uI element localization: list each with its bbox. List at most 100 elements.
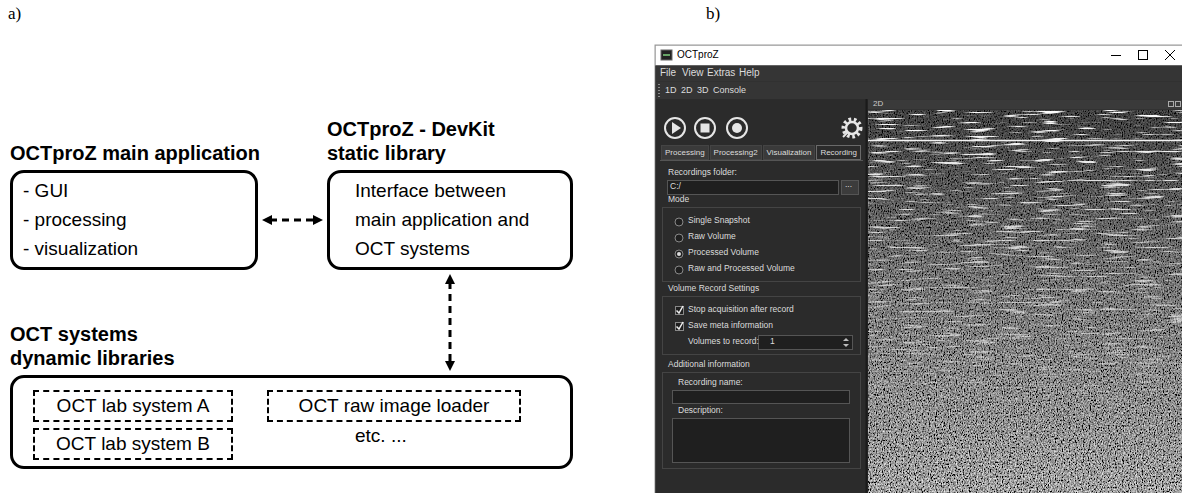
box-body: - GUI- processing- visualization [23,176,138,263]
tab-label: Processing [661,145,709,160]
control-panel [656,100,866,493]
ui-label: 3D [697,85,709,95]
ui-label: View [682,67,704,79]
arrow-head [313,215,323,225]
ui-label: Volume Record Settings [668,284,759,294]
checkbox [676,323,684,331]
body-text: - visualization [23,234,138,263]
component-box: OCTproZ main application- GUI- processin… [10,170,258,270]
ui-label: Save meta information [688,321,773,331]
connector [445,274,455,371]
dashed-line [449,282,452,363]
box-heading: OCTproZ - DevKit static library [327,117,537,165]
ui-label: Raw Volume [688,232,736,242]
radio-dot [677,252,681,256]
spin-box [759,336,853,350]
bscan-shade [868,110,1182,493]
checkbox [676,307,684,315]
box-heading: OCT systems dynamic libraries [10,322,205,370]
ui-label: Help [739,67,760,79]
tab-label: Recording [816,145,860,160]
ui-label: Mode [668,195,689,205]
group-frame [663,208,861,282]
library-box: OCT lab system A [33,390,233,422]
splitter [866,99,868,493]
ui-label: Processed Volume [688,248,759,258]
checkmark [677,306,684,313]
close-icon [1165,50,1175,60]
settings-gear [843,132,848,137]
component-box: OCT systems dynamic librariesetc. ...OCT… [10,375,573,469]
close-icon [1165,50,1175,60]
panel-letter: a) [8,4,21,24]
ui-label: Recordings folder: [668,168,737,178]
component-box: OCTproZ - DevKit static libraryInterface… [327,170,573,270]
text-area [673,419,850,463]
ui-label: Volumes to record: [688,337,759,347]
ui-label: Console [713,85,746,95]
library-box: OCT raw image loader [267,390,521,422]
ui-label: Raw and Processed Volume [688,264,795,274]
app-icon-mark [663,54,670,56]
ui-label: 2D [681,85,693,95]
ui-label: Additional information [668,360,750,370]
library-box: OCT lab system B [33,428,233,460]
connector [262,215,323,225]
record-button [727,118,747,138]
arrow-head [445,274,455,284]
box-label: OCT lab system A [57,394,210,418]
view-header-icon [1176,102,1181,107]
toolbar-handle [658,84,660,97]
bscan-ground [868,110,1182,493]
body-text: - GUI [23,176,138,205]
box-note: etc. ... [355,424,407,448]
ui-label: Extras [707,67,735,79]
box-label: OCT lab system B [56,432,210,456]
text-field [673,391,850,404]
bscan-reflections [868,110,1182,493]
spin-up [843,338,849,341]
radio-button [675,218,683,226]
record-symbol [732,123,742,133]
panel-letter: b) [706,4,720,24]
radio-button [675,234,683,242]
view-header [868,100,1182,110]
browse-button [842,181,859,195]
ui-label: C:/ [670,182,681,192]
tab-label: Processing2 [710,145,762,160]
arrow-head [445,361,455,371]
ui-label: 1 [770,337,775,347]
bscan-noise [868,110,1182,493]
text-field [668,181,839,195]
menu-bar [656,66,1182,82]
view-header-icon [1169,102,1174,107]
stop-symbol [701,124,710,133]
minimize-icon [1111,55,1121,56]
play-symbol [672,122,681,134]
ui-label: File [660,67,676,79]
window [655,45,1182,493]
ui-label: 1D [665,85,677,95]
radio-button [675,266,683,274]
settings-gear [844,120,861,137]
play-button [665,118,685,138]
body-text: Interface between main application and O… [355,176,537,263]
stop-button [695,118,715,138]
bscan-surface-line [868,140,1182,142]
title-bar [656,46,1182,66]
ui-label: Description: [678,406,723,416]
ui-label: 2D [873,99,883,108]
ui-label: Single Snapshot [688,216,750,226]
box-body: Interface between main application and O… [355,176,537,263]
ui-label: Stop acquisition after record [688,305,794,315]
group-frame [663,373,861,469]
checkmark [677,322,684,329]
maximize-icon [1139,51,1148,60]
spin-down [843,344,849,347]
radio-button [675,250,683,258]
